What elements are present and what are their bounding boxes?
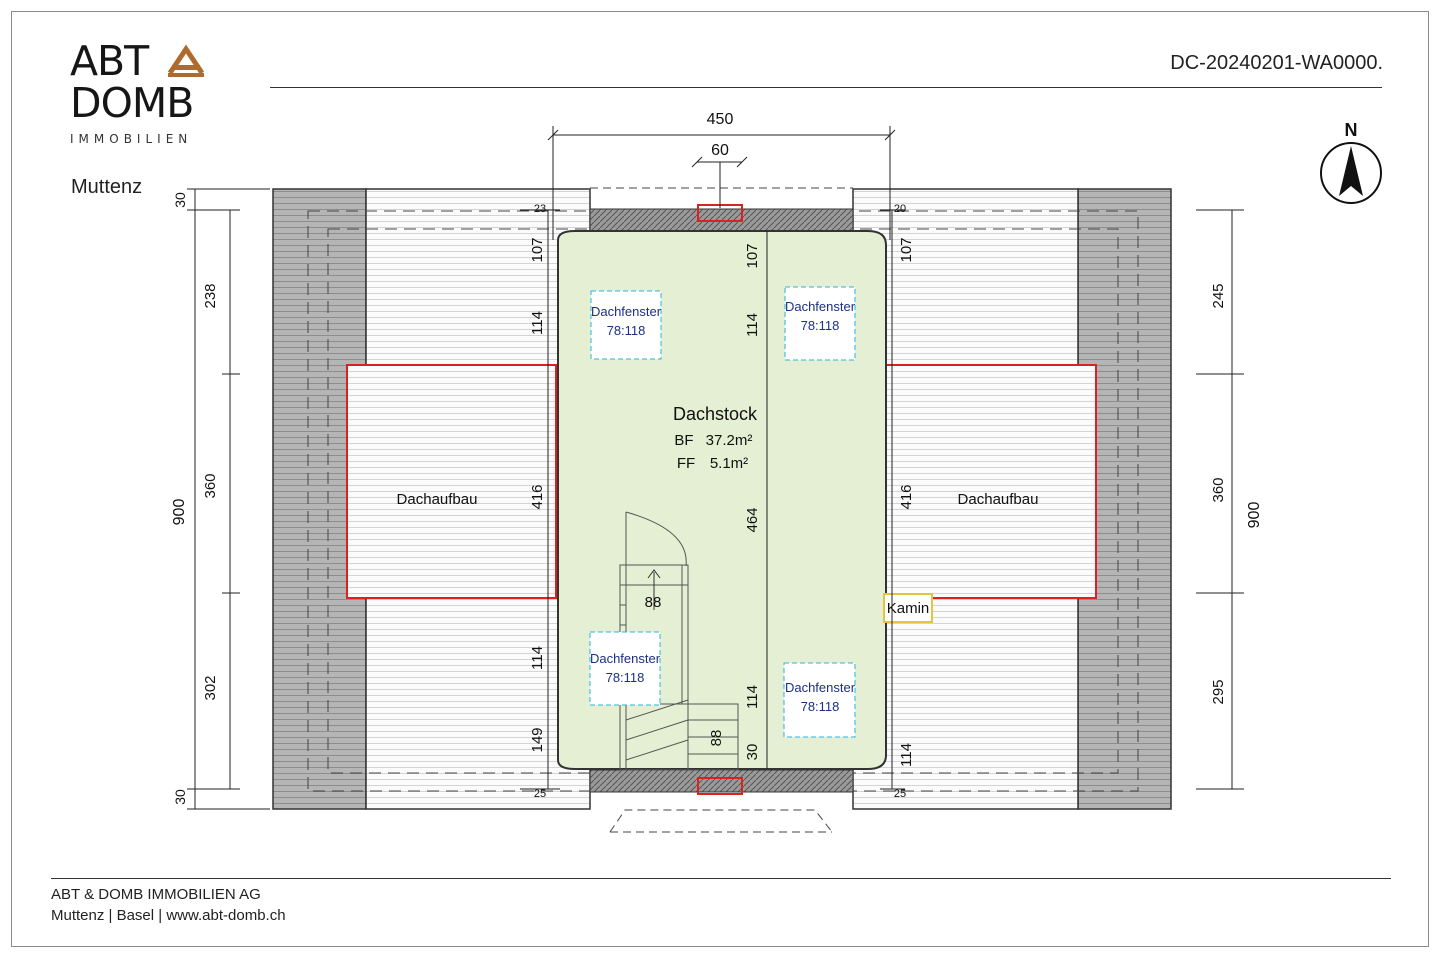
- logo-subtitle: IMMOBILIEN: [70, 132, 193, 146]
- house-logo-icon: [167, 44, 205, 77]
- dim-stair-upper: 88: [645, 594, 662, 611]
- dim-left-segment: 360: [202, 473, 219, 498]
- skylight-size: 78:118: [607, 323, 646, 338]
- dim-inner-left: 114: [529, 311, 546, 335]
- skylight-size: 78:118: [801, 318, 840, 333]
- dormer-left-label: Dachaufbau: [397, 491, 478, 508]
- dim-inner-center: 30: [744, 744, 761, 761]
- dim-inner-left: 25: [534, 788, 546, 800]
- dim-inner-left: 114: [529, 646, 546, 670]
- gable-opening-bottom: [697, 777, 743, 795]
- skylight-1: [590, 290, 662, 360]
- bf-value: 37.2m²: [706, 432, 753, 449]
- skylight-size: 78:118: [801, 699, 840, 714]
- footer-divider: [51, 878, 1391, 879]
- dormer-left: [346, 364, 557, 599]
- logo-line-1: ABT: [70, 37, 149, 85]
- room-name: Dachstock: [673, 404, 758, 424]
- company-logo: ABT DOMB IMMOBILIEN: [70, 37, 205, 146]
- dim-left-segment: 238: [202, 283, 219, 308]
- skylight-label: Dachfenster: [785, 299, 856, 314]
- staircase: [619, 511, 739, 771]
- dim-inner-center: 107: [744, 243, 761, 268]
- dimension-lines: [187, 126, 1244, 810]
- chimney-label: Kamin: [887, 600, 930, 617]
- bf-label: BF: [674, 432, 693, 449]
- dim-stair-lower: 88: [708, 730, 725, 747]
- dormer-right-label: Dachaufbau: [958, 491, 1039, 508]
- header-divider: [270, 87, 1382, 88]
- dim-inner-right: 20: [894, 203, 906, 215]
- dim-right-segment: 360: [1210, 477, 1227, 502]
- compass-label: N: [1345, 120, 1358, 140]
- dim-inner-right: 107: [898, 237, 915, 262]
- dim-top-opening: 60: [711, 142, 729, 159]
- page-frame: [11, 11, 1429, 947]
- dim-right-segment: 295: [1210, 679, 1227, 704]
- skylight-3: [589, 631, 661, 706]
- logo-line-2: DOMB: [70, 79, 194, 127]
- footer-company: ABT & DOMB IMMOBILIEN AG: [51, 886, 261, 903]
- dim-inner-left: 23: [534, 203, 546, 215]
- dim-inner-left: 416: [529, 484, 546, 509]
- ff-label: FF: [677, 455, 695, 472]
- dim-inner-center: 464: [744, 507, 761, 532]
- skylight-size: 78:118: [606, 670, 645, 685]
- dim-right-total: 900: [1246, 502, 1263, 529]
- dim-inner-right: 114: [898, 743, 915, 767]
- skylight-label: Dachfenster: [591, 304, 662, 319]
- dim-left-segment: 30: [172, 789, 188, 805]
- dim-inner-left: 149: [529, 727, 546, 752]
- dim-inner-left: 107: [529, 237, 546, 262]
- location-label: Muttenz: [71, 176, 143, 198]
- skylight-2: [784, 286, 856, 361]
- ff-value: 5.1m²: [710, 455, 748, 472]
- dim-top-total: 450: [707, 111, 734, 128]
- dim-inner-center: 114: [744, 313, 761, 337]
- dim-left-total: 900: [171, 499, 188, 526]
- gable-wall-bottom: [589, 769, 854, 793]
- skylight-4: [783, 662, 856, 738]
- north-arrow-icon: [1320, 142, 1382, 204]
- dim-left-segment: 302: [202, 675, 219, 700]
- dim-inner-right: 416: [898, 484, 915, 509]
- footer-address: Muttenz | Basel | www.abt-domb.ch: [51, 907, 286, 924]
- document-id: DC-20240201-WA0000.: [1170, 52, 1383, 74]
- dim-inner-right: 25: [894, 788, 906, 800]
- dim-left-segment: 30: [172, 192, 188, 208]
- skylight-label: Dachfenster: [785, 680, 856, 695]
- skylight-label: Dachfenster: [590, 651, 661, 666]
- dormer-right: [885, 364, 1097, 599]
- entrance-steps-outline: [590, 187, 853, 833]
- dim-right-segment: 245: [1210, 283, 1227, 308]
- dim-inner-center: 114: [744, 685, 761, 709]
